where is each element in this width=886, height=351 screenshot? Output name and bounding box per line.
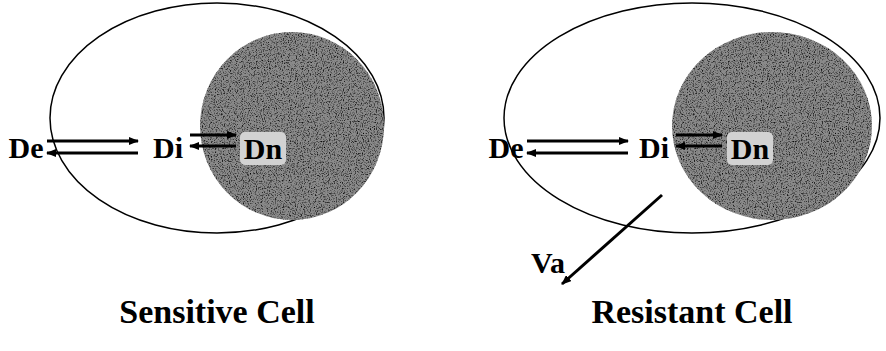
cell-body: Sensitive CellDn (50, 3, 384, 233)
efflux-arrow (527, 152, 628, 155)
efflux-rate: Va (531, 246, 565, 279)
cell-caption: Sensitive Cell (50, 293, 384, 330)
nuclear-out-arrow (676, 145, 722, 148)
influx-arrow (527, 140, 628, 143)
influx-arrow (47, 140, 138, 143)
nuclear-out-arrow (190, 145, 236, 148)
cell-caption: Resistant Cell (504, 293, 880, 330)
cell-body: Resistant CellDn (504, 3, 880, 233)
nucleus-shape (200, 32, 384, 220)
efflux-arrow (47, 152, 138, 155)
nucleus-shape (672, 32, 872, 220)
nuclear-drug-label: Dn (727, 132, 773, 165)
nuclear-in-arrow (676, 134, 722, 137)
cell-nucleus: Dn (672, 32, 872, 220)
intracellular-drug: Di (153, 131, 183, 164)
extracellular-drug: De (9, 131, 44, 164)
intracellular-drug: Di (639, 131, 669, 164)
cell-nucleus: Dn (200, 32, 384, 220)
nuclear-in-arrow (190, 134, 236, 137)
extracellular-drug: De (489, 131, 524, 164)
nuclear-drug-label: Dn (240, 132, 286, 165)
